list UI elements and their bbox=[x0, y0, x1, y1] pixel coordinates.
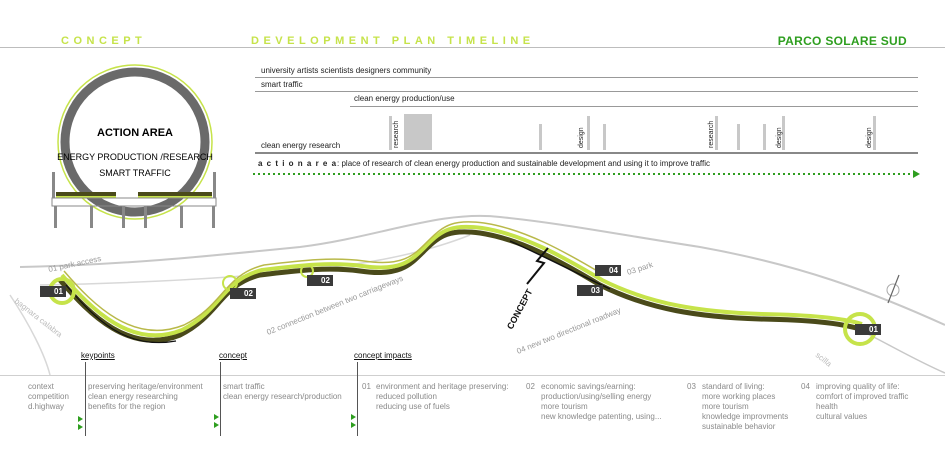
impact-01-list: environment and heritage preserving: red… bbox=[376, 382, 509, 411]
existing-road-upper bbox=[19, 214, 945, 326]
bridge-pillars bbox=[54, 206, 215, 228]
bottom-rule bbox=[0, 375, 945, 376]
impact-03-list: standard of living: more working places … bbox=[702, 382, 789, 431]
header-concept: CONCEPT bbox=[61, 35, 147, 47]
marker-02-a: 02 bbox=[230, 288, 256, 299]
action-area-graphic bbox=[51, 64, 217, 228]
marker-03: 03 bbox=[577, 285, 603, 296]
impact-01-num: 01 bbox=[362, 382, 371, 391]
main-roadway bbox=[58, 229, 861, 343]
action-area-line2: SMART TRAFFIC bbox=[99, 168, 171, 178]
concept-label: CONCEPT bbox=[505, 287, 535, 331]
timeline-label-design-1: design bbox=[578, 127, 585, 148]
lime-ring bbox=[57, 64, 213, 220]
header-timeline: DEVELOPMENT PLAN TIMELINE bbox=[251, 35, 535, 47]
label-scilla: scilla bbox=[814, 350, 834, 368]
deck-right bbox=[138, 192, 212, 196]
impact-04-num: 04 bbox=[801, 382, 810, 391]
timeline-arrow bbox=[253, 170, 920, 178]
outer-ring bbox=[60, 67, 210, 217]
concept-bolt bbox=[526, 247, 549, 285]
header-rule bbox=[0, 47, 945, 48]
label-connection: 02 connection between two carriageways bbox=[265, 274, 404, 337]
concept-list: smart traffic clean energy research/prod… bbox=[223, 382, 342, 401]
deck-left bbox=[56, 192, 116, 196]
marker-02-b: 02 bbox=[307, 275, 333, 286]
impact-02-list: economic savings/earning: production/usi… bbox=[541, 382, 662, 421]
label-park: 03 park bbox=[626, 260, 655, 277]
timeline-row3: clean energy production/use bbox=[354, 94, 455, 103]
action-area-caption: a c t i o n a r e a: place of research o… bbox=[258, 159, 710, 168]
impact-03-num: 03 bbox=[687, 382, 696, 391]
timeline-label-design-3: design bbox=[866, 127, 873, 148]
timeline-label-design-2: design bbox=[776, 127, 783, 148]
timeline-row4: clean energy research bbox=[261, 141, 341, 150]
timeline-row1: university artists scientists designers … bbox=[261, 66, 432, 75]
marker-04: 04 bbox=[595, 265, 621, 276]
marker-01-left: 01 bbox=[40, 286, 66, 297]
brand-title: PARCO SOLARE SUD bbox=[777, 34, 907, 48]
timeline-row2: smart traffic bbox=[261, 80, 303, 89]
keypoints-list: preserving heritage/environment clean en… bbox=[88, 382, 203, 411]
timeline-label-research-2: research bbox=[708, 120, 715, 148]
keypoints-label: keypoints bbox=[81, 351, 115, 360]
action-area-line1: ENERGY PRODUCTION /RESEARCH bbox=[57, 152, 213, 162]
solar-lane bbox=[60, 224, 863, 338]
impact-02-num: 02 bbox=[526, 382, 535, 391]
marker-01-right: 01 bbox=[855, 324, 881, 335]
north-arrow-icon bbox=[886, 274, 900, 304]
label-two-directional: 04 new two directional roadway bbox=[515, 306, 622, 356]
context-list: context competition d.highway bbox=[28, 382, 69, 411]
label-park-access: 01 park access bbox=[48, 254, 103, 274]
impact-04-list: improving quality of life: comfort of im… bbox=[816, 382, 909, 421]
concept-bottom-label: concept bbox=[219, 351, 248, 360]
action-area-title: ACTION AREA bbox=[97, 127, 173, 139]
impacts-label: concept impacts bbox=[354, 351, 412, 360]
road-map: CONCEPT 01 park access 02 connection bet… bbox=[9, 214, 945, 375]
research-block bbox=[404, 114, 432, 150]
timeline-label-research-1: research bbox=[393, 120, 400, 148]
